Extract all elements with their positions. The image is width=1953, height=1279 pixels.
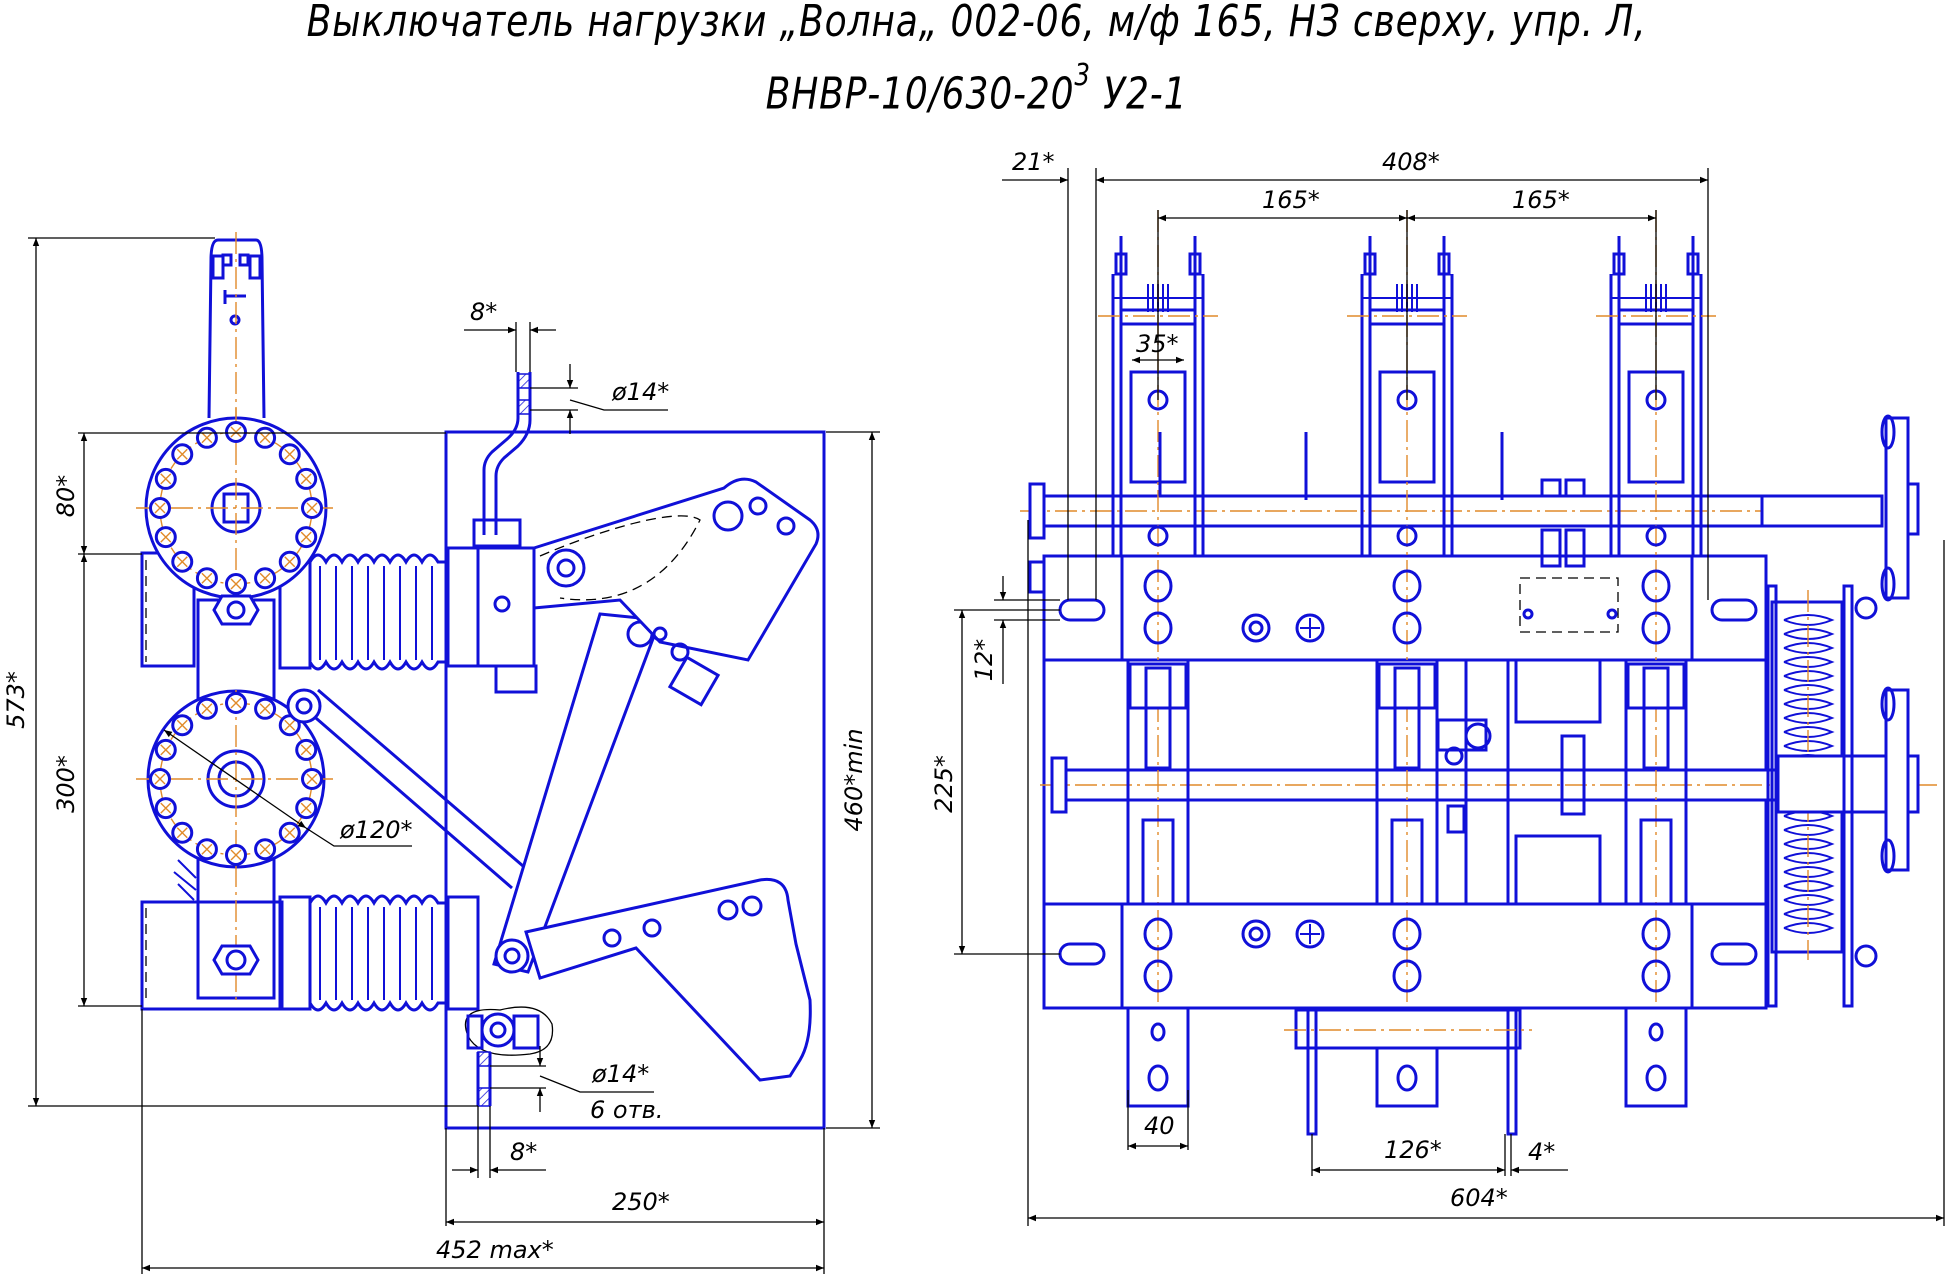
diagonal-link xyxy=(301,688,531,890)
model-superscript: 3 xyxy=(1074,58,1091,93)
dim-top-plate-thickness: 8* xyxy=(470,298,497,326)
spring-coil xyxy=(1783,740,1835,752)
lower-drive-disc xyxy=(1776,686,1920,874)
top-lug-nut xyxy=(472,518,522,548)
dim-flange-offset: 80* xyxy=(52,475,80,518)
left-dimensions: 573* 80* 300* 460*min ø120* xyxy=(2,237,880,1274)
spring-coil xyxy=(1783,922,1835,934)
dim-bracket-thickness: 4* xyxy=(1528,1138,1555,1166)
dim-overall-width-left: 452 max* xyxy=(436,1236,554,1264)
drawing-title-line1: Выключатель нагрузки „Волна„ 002-06, м/ф… xyxy=(306,0,1647,47)
upper-insulator xyxy=(278,546,502,671)
bottom-terminal xyxy=(1126,1006,1190,1108)
upper-contact-arm xyxy=(532,477,820,662)
spring-coil xyxy=(1783,670,1835,682)
spring-coil xyxy=(1783,880,1835,892)
spring-unit xyxy=(667,655,721,707)
dim-flange-spacing: 300* xyxy=(52,755,80,813)
spring-coil xyxy=(1783,614,1835,626)
auxiliary-contact-outline xyxy=(1519,577,1619,633)
dim-bottom-plate-thickness: 8* xyxy=(510,1138,537,1166)
dim-panel-width: 250* xyxy=(612,1188,670,1216)
spring-coil xyxy=(1783,866,1835,878)
auxiliary-block xyxy=(1514,658,1602,724)
left-view: 573* 80* 300* 460*min ø120* xyxy=(2,232,880,1274)
right-dimensions: 21* 408* 165* 165* 35* 12* xyxy=(930,148,1945,1226)
insulator-cap xyxy=(1626,662,1686,710)
mount-slot xyxy=(1058,598,1106,622)
dim-top-hole: ø14* xyxy=(611,378,669,406)
insulator-cap xyxy=(1377,662,1437,710)
cam-plate xyxy=(524,877,812,1082)
dim-bottom-hole: ø14* xyxy=(591,1060,649,1088)
dim-flange-diameter: ø120* xyxy=(339,816,413,844)
dim-slot-width: 12* xyxy=(970,639,998,682)
lower-insulator xyxy=(278,894,480,1012)
upper-flange-nut xyxy=(212,594,260,626)
spring-coil xyxy=(1783,712,1835,724)
spring-coil xyxy=(1783,628,1835,640)
model-code: ВНВР-10/630-20 xyxy=(765,68,1075,120)
spring-coil xyxy=(1783,824,1835,836)
mount-slot xyxy=(1710,942,1758,966)
climate-code: У2-1 xyxy=(1090,68,1188,120)
top-blade xyxy=(207,232,266,419)
dim-bracket-span: 126* xyxy=(1384,1136,1442,1164)
spring-coil xyxy=(1783,894,1835,906)
upper-flange xyxy=(136,408,336,626)
spring-coil xyxy=(1783,908,1835,920)
dim-contact-width: 35* xyxy=(1136,330,1179,358)
dim-overall-top: 408* xyxy=(1382,148,1440,176)
dim-overall-height: 573* xyxy=(2,671,30,729)
dim-edge-offset: 21* xyxy=(1012,148,1055,176)
spring-coil xyxy=(1783,838,1835,850)
dim-pole-pitch-1: 165* xyxy=(1262,186,1320,214)
right-view: 21* 408* 165* 165* 35* 12* xyxy=(930,148,1945,1226)
auxiliary-block xyxy=(1514,834,1602,906)
insulator-cap xyxy=(1128,662,1188,710)
dim-bottom-hole-count: 6 отв. xyxy=(590,1096,663,1124)
spring-coil xyxy=(1783,684,1835,696)
drawing-title-line2: ВНВР-10/630-203 У2-1 xyxy=(176,58,1777,120)
mount-slot xyxy=(1710,598,1758,622)
spring-coil xyxy=(1783,642,1835,654)
bottom-lug xyxy=(464,1006,554,1107)
dim-overall-width-right: 604* xyxy=(1450,1184,1508,1212)
top-lug xyxy=(482,372,520,535)
bottom-terminal xyxy=(1624,1006,1688,1108)
lever-pivot xyxy=(494,938,530,974)
dim-pole-pitch-2: 165* xyxy=(1512,186,1570,214)
spring-coil xyxy=(1783,656,1835,668)
contact-block xyxy=(476,546,536,668)
spring-coil xyxy=(1783,726,1835,738)
lower-flange xyxy=(136,689,336,1000)
mount-slot xyxy=(1058,942,1106,966)
lower-flange-nut xyxy=(212,944,260,976)
lower-base-block xyxy=(140,900,284,1011)
dim-terminal-width: 40 xyxy=(1144,1112,1175,1140)
bottom-crossbar xyxy=(1294,1008,1522,1050)
spring-coil xyxy=(1783,698,1835,710)
spring-coil xyxy=(1783,852,1835,864)
upper-drive-disc xyxy=(1880,414,1920,602)
dim-panel-height: 460*min xyxy=(840,728,868,831)
mounting-panel xyxy=(444,430,826,1130)
dim-slot-spacing: 225* xyxy=(930,755,958,813)
